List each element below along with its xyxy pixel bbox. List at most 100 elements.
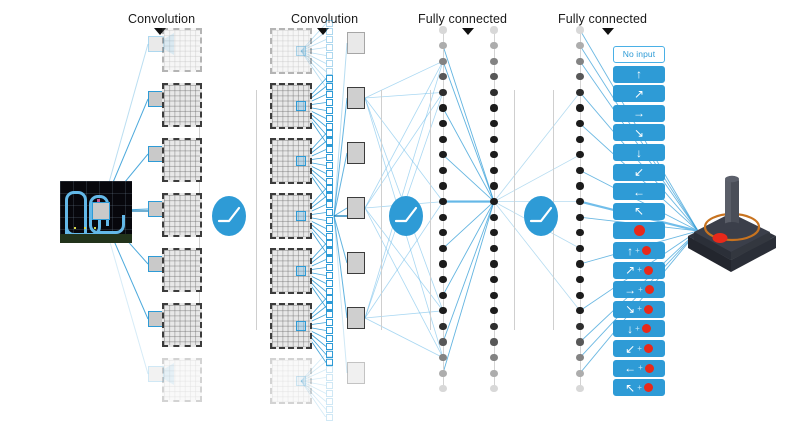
action-down-left[interactable]: ↙ bbox=[613, 163, 665, 181]
action-down-left-fire[interactable]: ↙+ bbox=[613, 340, 665, 357]
conv2-fanout-cell bbox=[326, 83, 333, 90]
conv2-feature-map bbox=[270, 28, 312, 74]
fc-node bbox=[576, 104, 584, 112]
action-right-fire[interactable]: →+ bbox=[613, 281, 665, 299]
conv2-feature-map bbox=[270, 358, 312, 404]
plus-icon: + bbox=[635, 323, 640, 333]
conv2-fanout-cell bbox=[326, 398, 333, 405]
fc-node bbox=[439, 322, 447, 330]
action-down-fire[interactable]: ↓+ bbox=[613, 320, 665, 338]
fc-node bbox=[576, 57, 584, 65]
action-right[interactable]: → bbox=[613, 104, 665, 122]
conv1-feature-map bbox=[162, 303, 202, 347]
fc-node bbox=[576, 166, 584, 174]
fc-node bbox=[439, 260, 447, 268]
conv2-fanout-cell bbox=[326, 280, 333, 287]
fc-node bbox=[490, 385, 498, 393]
divider-4 bbox=[514, 90, 515, 330]
action-down-right[interactable]: ↘ bbox=[613, 124, 665, 142]
conv2-fanout-cell bbox=[326, 28, 333, 35]
fc-node bbox=[439, 42, 447, 50]
conv2-kernel-window bbox=[296, 376, 306, 386]
action-up-right-fire[interactable]: ↗+ bbox=[613, 261, 665, 279]
layer-marker-conv1 bbox=[154, 28, 166, 35]
conv2-kernel-window bbox=[296, 46, 306, 56]
conv1-feature-map bbox=[162, 138, 202, 182]
conv2-kernel-window bbox=[296, 266, 306, 276]
action-left[interactable]: ← bbox=[613, 183, 665, 201]
conv2-fanout-cell bbox=[326, 406, 333, 413]
layer-label-conv2: Convolution bbox=[291, 12, 359, 26]
conv2-fanout-cell bbox=[326, 350, 333, 357]
fc-node bbox=[490, 151, 498, 159]
action-fire[interactable] bbox=[613, 222, 665, 240]
action-down-right-fire[interactable]: ↘+ bbox=[613, 300, 665, 318]
fc-node bbox=[576, 322, 584, 330]
conv2-output-unit bbox=[347, 307, 365, 329]
fc-node bbox=[439, 57, 447, 65]
action-up-left[interactable]: ↖ bbox=[613, 202, 665, 220]
action-up[interactable]: ↑ bbox=[613, 65, 665, 83]
conv1-feature-map bbox=[162, 358, 202, 402]
fc-node bbox=[439, 369, 447, 377]
action-no-input[interactable]: No input bbox=[613, 46, 665, 63]
fc-node bbox=[439, 198, 447, 206]
plus-icon: + bbox=[637, 382, 642, 392]
conv2-fanout-cell bbox=[326, 256, 333, 263]
layer-label-fc1: Fully connected bbox=[418, 12, 508, 26]
conv1-patch bbox=[148, 36, 164, 52]
action-left-fire[interactable]: ←+ bbox=[613, 359, 665, 377]
fc-node bbox=[576, 385, 584, 393]
fc-node bbox=[439, 307, 447, 315]
conv2-kernel-window bbox=[296, 321, 306, 331]
fc-node bbox=[490, 338, 498, 346]
fc-node bbox=[439, 120, 447, 128]
fc-node bbox=[576, 369, 584, 377]
divider-2 bbox=[381, 90, 382, 330]
conv2-fanout-cell bbox=[326, 319, 333, 326]
direction-arrow-icon: ↖ bbox=[633, 204, 645, 219]
fc-node bbox=[490, 104, 498, 112]
plus-icon: + bbox=[637, 343, 642, 353]
conv2-fanout-cell bbox=[326, 311, 333, 318]
action-up-right[interactable]: ↗ bbox=[613, 85, 665, 103]
fc-node bbox=[576, 338, 584, 346]
direction-arrow-icon: ↘ bbox=[633, 125, 645, 140]
action-down[interactable]: ↓ bbox=[613, 144, 665, 161]
divider-1 bbox=[256, 90, 257, 330]
fc-node bbox=[439, 385, 447, 393]
conv2-fanout-cell bbox=[326, 382, 333, 389]
direction-arrow-icon: ↙ bbox=[633, 165, 645, 180]
relu-curve-icon bbox=[389, 196, 423, 236]
fc-node bbox=[490, 276, 498, 284]
conv2-fanout-cell bbox=[326, 351, 333, 358]
direction-arrow-icon: ↑ bbox=[627, 243, 634, 258]
fc-node bbox=[490, 26, 498, 34]
fc-node bbox=[576, 120, 584, 128]
fc-node bbox=[576, 151, 584, 159]
relu-curve-icon bbox=[524, 196, 558, 236]
conv2-fanout-cell bbox=[326, 162, 333, 169]
direction-arrow-icon: ↑ bbox=[636, 67, 642, 82]
direction-arrow-icon: ↖ bbox=[625, 380, 636, 395]
conv2-output-unit bbox=[347, 142, 365, 164]
plus-icon: + bbox=[638, 284, 643, 294]
conv2-fanout-cell bbox=[326, 264, 333, 271]
fc-node bbox=[490, 244, 498, 252]
divider-3 bbox=[430, 90, 431, 330]
conv2-fanout-cell bbox=[326, 138, 333, 145]
fc-node bbox=[439, 135, 447, 143]
conv2-fanout-cell bbox=[326, 130, 333, 137]
conv2-fanout-cell bbox=[326, 327, 333, 334]
conv2-fanout-cell bbox=[326, 20, 333, 27]
atari-joystick bbox=[676, 170, 786, 285]
conv2-fanout-cell bbox=[326, 193, 333, 200]
fc-node bbox=[576, 42, 584, 50]
action-up-left-fire[interactable]: ↖+ bbox=[613, 379, 665, 397]
fc-column-spine bbox=[494, 30, 495, 389]
conv2-feature-map bbox=[270, 193, 312, 239]
fc-node bbox=[576, 182, 584, 190]
conv2-fanout-cell bbox=[326, 217, 333, 224]
action-up-fire[interactable]: ↑+ bbox=[613, 242, 665, 259]
